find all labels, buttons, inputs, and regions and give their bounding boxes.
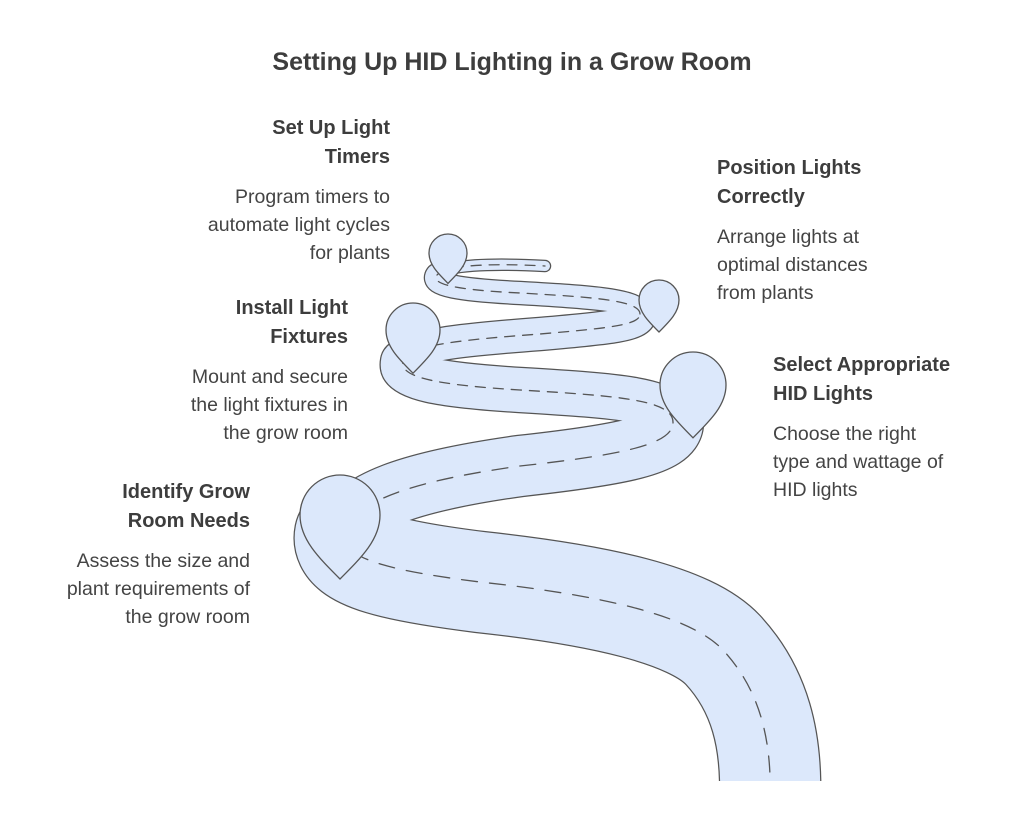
road-centerline [344,534,771,781]
road-centerline [435,274,641,315]
road-centerline [402,361,674,424]
pin-select-icon [660,352,726,438]
pin-timers-icon [429,234,467,283]
milestone-pins [300,234,726,579]
road-surface [425,264,651,325]
pin-install-icon [386,303,440,373]
road-surface [315,393,703,565]
diagram-title: Setting Up HID Lighting in a Grow Room [272,48,752,76]
pin-position-icon [639,280,679,332]
pin-identify-icon [300,475,380,579]
road-surface [294,485,821,781]
